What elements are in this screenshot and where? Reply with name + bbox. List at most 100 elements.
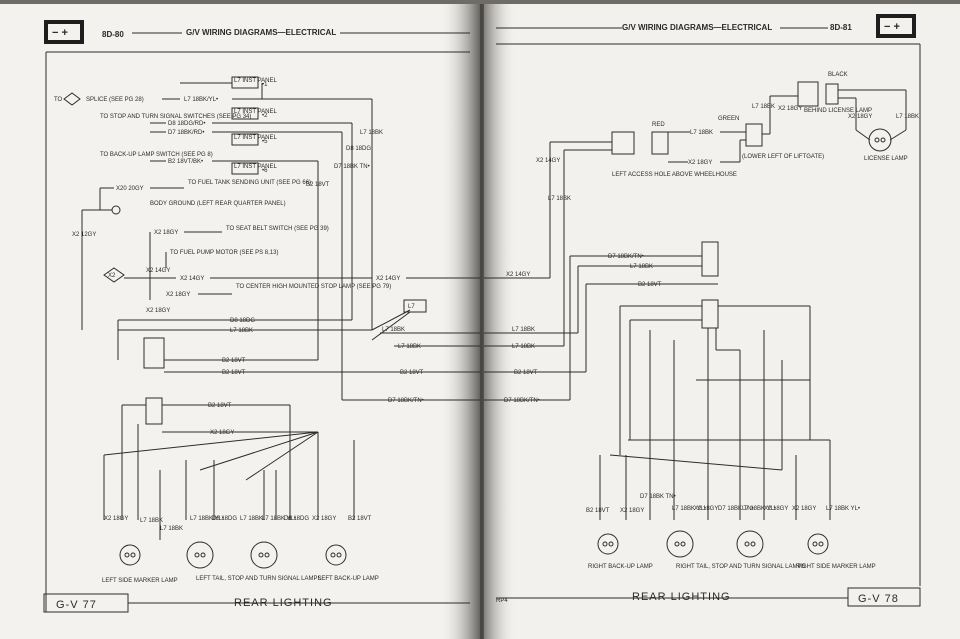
inst-panel-connector-4: L7 INST PANEL •6 xyxy=(231,162,277,175)
svg-text:BLACK: BLACK xyxy=(828,72,848,78)
stop-switch-label: TO STOP AND TURN SIGNAL SWITCHES (SEE PG… xyxy=(100,114,251,120)
svg-text:X2 18GY: X2 18GY xyxy=(764,506,788,512)
svg-text:X2 18GY: X2 18GY xyxy=(688,160,712,166)
left-backup-label: LEFT BACK-UP LAMP xyxy=(318,576,379,582)
svg-text:L7 18BK YL•: L7 18BK YL• xyxy=(190,516,224,522)
left-tail-label: LEFT TAIL, STOP AND TURN SIGNAL LAMPS xyxy=(196,576,321,582)
svg-text:L7 18BK: L7 18BK xyxy=(896,114,919,120)
svg-text:− +: − + xyxy=(52,27,68,39)
svg-text:X2 18GY: X2 18GY xyxy=(848,114,872,120)
svg-text:L7 INST PANEL: L7 INST PANEL xyxy=(234,109,277,115)
svg-text:D8 18DG: D8 18DG xyxy=(212,516,237,522)
behind-lamp-connector xyxy=(797,81,819,107)
left-footer-code: G-V 77 xyxy=(56,599,97,611)
right-lamp-connector xyxy=(701,299,719,329)
svg-text:L7 18BK: L7 18BK xyxy=(140,518,163,524)
center-stop-label: TO CENTER HIGH MOUNTED STOP LAMP (SEE PG… xyxy=(236,284,391,290)
svg-text:L7 18BK: L7 18BK xyxy=(160,526,183,532)
svg-text:D8 18DG: D8 18DG xyxy=(230,318,255,324)
svg-text:D8 18DG: D8 18DG xyxy=(284,516,309,522)
left-page-number: 8D-80 xyxy=(102,30,124,39)
behind-lamp-label: BEHIND LICENSE LAMP xyxy=(804,108,872,114)
battery-icon-left: − + xyxy=(44,20,84,44)
battery-icon-right: − + xyxy=(876,14,916,38)
access-hole-connector xyxy=(611,131,635,155)
splice-l7-diamond xyxy=(63,92,81,106)
left-body-connector xyxy=(143,337,165,369)
inst-panel-connector-3: L7 INST PANEL •5 xyxy=(231,133,277,146)
svg-text:•2: •2 xyxy=(262,113,268,119)
svg-text:D7 18BK/RD•: D7 18BK/RD• xyxy=(168,130,204,136)
liftgate-connector xyxy=(745,123,763,147)
right-page-header: G/V WIRING DIAGRAMS—ELECTRICAL xyxy=(622,23,772,32)
left-page-header: G/V WIRING DIAGRAMS—ELECTRICAL xyxy=(186,28,336,37)
svg-text:B2 18VT: B2 18VT xyxy=(586,508,610,514)
left-side-marker-label: LEFT SIDE MARKER LAMP xyxy=(102,578,178,584)
svg-text:B2 18VT: B2 18VT xyxy=(208,403,232,409)
svg-text:X2 14GY: X2 14GY xyxy=(376,276,400,282)
svg-text:D7 18BK TN•: D7 18BK TN• xyxy=(640,494,676,500)
svg-text:B2 18VT: B2 18VT xyxy=(400,370,424,376)
svg-text:B2 18VT: B2 18VT xyxy=(348,516,372,522)
svg-text:RED: RED xyxy=(652,122,665,128)
svg-text:B2 18VT: B2 18VT xyxy=(638,282,662,288)
svg-text:L7 18BK: L7 18BK xyxy=(240,516,263,522)
svg-text:L7 18BK: L7 18BK xyxy=(360,130,383,136)
seat-belt-label: TO SEAT BELT SWITCH (SEE PG 39) xyxy=(226,226,329,232)
gutter-shadow-right xyxy=(482,4,516,639)
gutter-shadow-left xyxy=(440,4,482,639)
svg-text:X2 18GY: X2 18GY xyxy=(778,106,802,112)
svg-text:X2 18GY: X2 18GY xyxy=(104,516,128,522)
svg-text:D7 18BK/TN•: D7 18BK/TN• xyxy=(504,398,540,404)
svg-text:GREEN: GREEN xyxy=(718,116,739,122)
svg-text:X2 12GY: X2 12GY xyxy=(72,232,96,238)
svg-text:D8 18DG/RD•: D8 18DG/RD• xyxy=(168,121,205,127)
svg-text:L7 18BK: L7 18BK xyxy=(382,327,405,333)
splice-label: SPLICE (SEE PG 28) xyxy=(86,97,144,103)
right-backup-label: RIGHT BACK-UP LAMP xyxy=(588,564,653,570)
svg-text:X2 18GY: X2 18GY xyxy=(154,230,178,236)
fuel-tank-label: TO FUEL TANK SENDING UNIT (SEE PG 66) xyxy=(188,180,311,186)
svg-text:X2 14GY: X2 14GY xyxy=(180,276,204,282)
svg-text:•5: •5 xyxy=(262,139,268,145)
svg-text:X2 18GY: X2 18GY xyxy=(146,308,170,314)
svg-text:X2 18GY: X2 18GY xyxy=(792,506,816,512)
right-tail-label: RIGHT TAIL, STOP AND TURN SIGNAL LAMPS xyxy=(676,564,805,570)
svg-text:L7 18BK: L7 18BK xyxy=(398,344,421,350)
svg-text:D8 18DG: D8 18DG xyxy=(346,146,371,152)
liftgate-label: (LOWER LEFT OF LIFTGATE) xyxy=(742,154,824,160)
svg-text:− +: − + xyxy=(884,21,900,33)
svg-text:L7 INST PANEL: L7 INST PANEL xyxy=(234,78,277,84)
right-side-marker-lamp xyxy=(807,533,829,555)
svg-text:L7 18BK: L7 18BK xyxy=(690,130,713,136)
svg-text:B2 18VT/BK•: B2 18VT/BK• xyxy=(168,159,203,165)
left-lamp-connector xyxy=(145,397,163,425)
right-page xyxy=(484,4,960,639)
license-lamp xyxy=(868,128,892,152)
svg-text:B2 18VT: B2 18VT xyxy=(222,370,246,376)
svg-text:L7 18BK YL•: L7 18BK YL• xyxy=(672,506,706,512)
body-ground-label: BODY GROUND (LEFT REAR QUARTER PANEL) xyxy=(150,201,286,207)
right-page-number: 8D-81 xyxy=(830,23,852,32)
svg-text:X2 18GY: X2 18GY xyxy=(210,430,234,436)
left-backup-lamp xyxy=(325,544,347,566)
svg-text:L7 18BK YL•: L7 18BK YL• xyxy=(742,506,776,512)
to-label: TO xyxy=(54,97,63,103)
access-hole-label: LEFT ACCESS HOLE ABOVE WHEELHOUSE xyxy=(612,172,737,178)
left-side-marker-lamp xyxy=(119,544,141,566)
gutter-text: RP4 xyxy=(496,598,508,604)
svg-text:L7 INST PANEL: L7 INST PANEL xyxy=(234,164,277,170)
right-tail-lamp xyxy=(666,530,694,558)
svg-text:B2 18VT: B2 18VT xyxy=(514,370,538,376)
svg-text:L7 18BK: L7 18BK xyxy=(630,264,653,270)
svg-text:•6: •6 xyxy=(262,168,268,174)
svg-text:L7 18BK: L7 18BK xyxy=(548,196,571,202)
svg-text:X2 18GY: X2 18GY xyxy=(166,292,190,298)
svg-text:X2: X2 xyxy=(108,273,116,279)
svg-text:B2 18VT: B2 18VT xyxy=(222,358,246,364)
svg-text:B2 18VT: B2 18VT xyxy=(306,182,330,188)
left-turn-lamp xyxy=(250,541,278,569)
left-tail-lamp xyxy=(186,541,214,569)
svg-text:L7 18BK: L7 18BK xyxy=(230,328,253,334)
